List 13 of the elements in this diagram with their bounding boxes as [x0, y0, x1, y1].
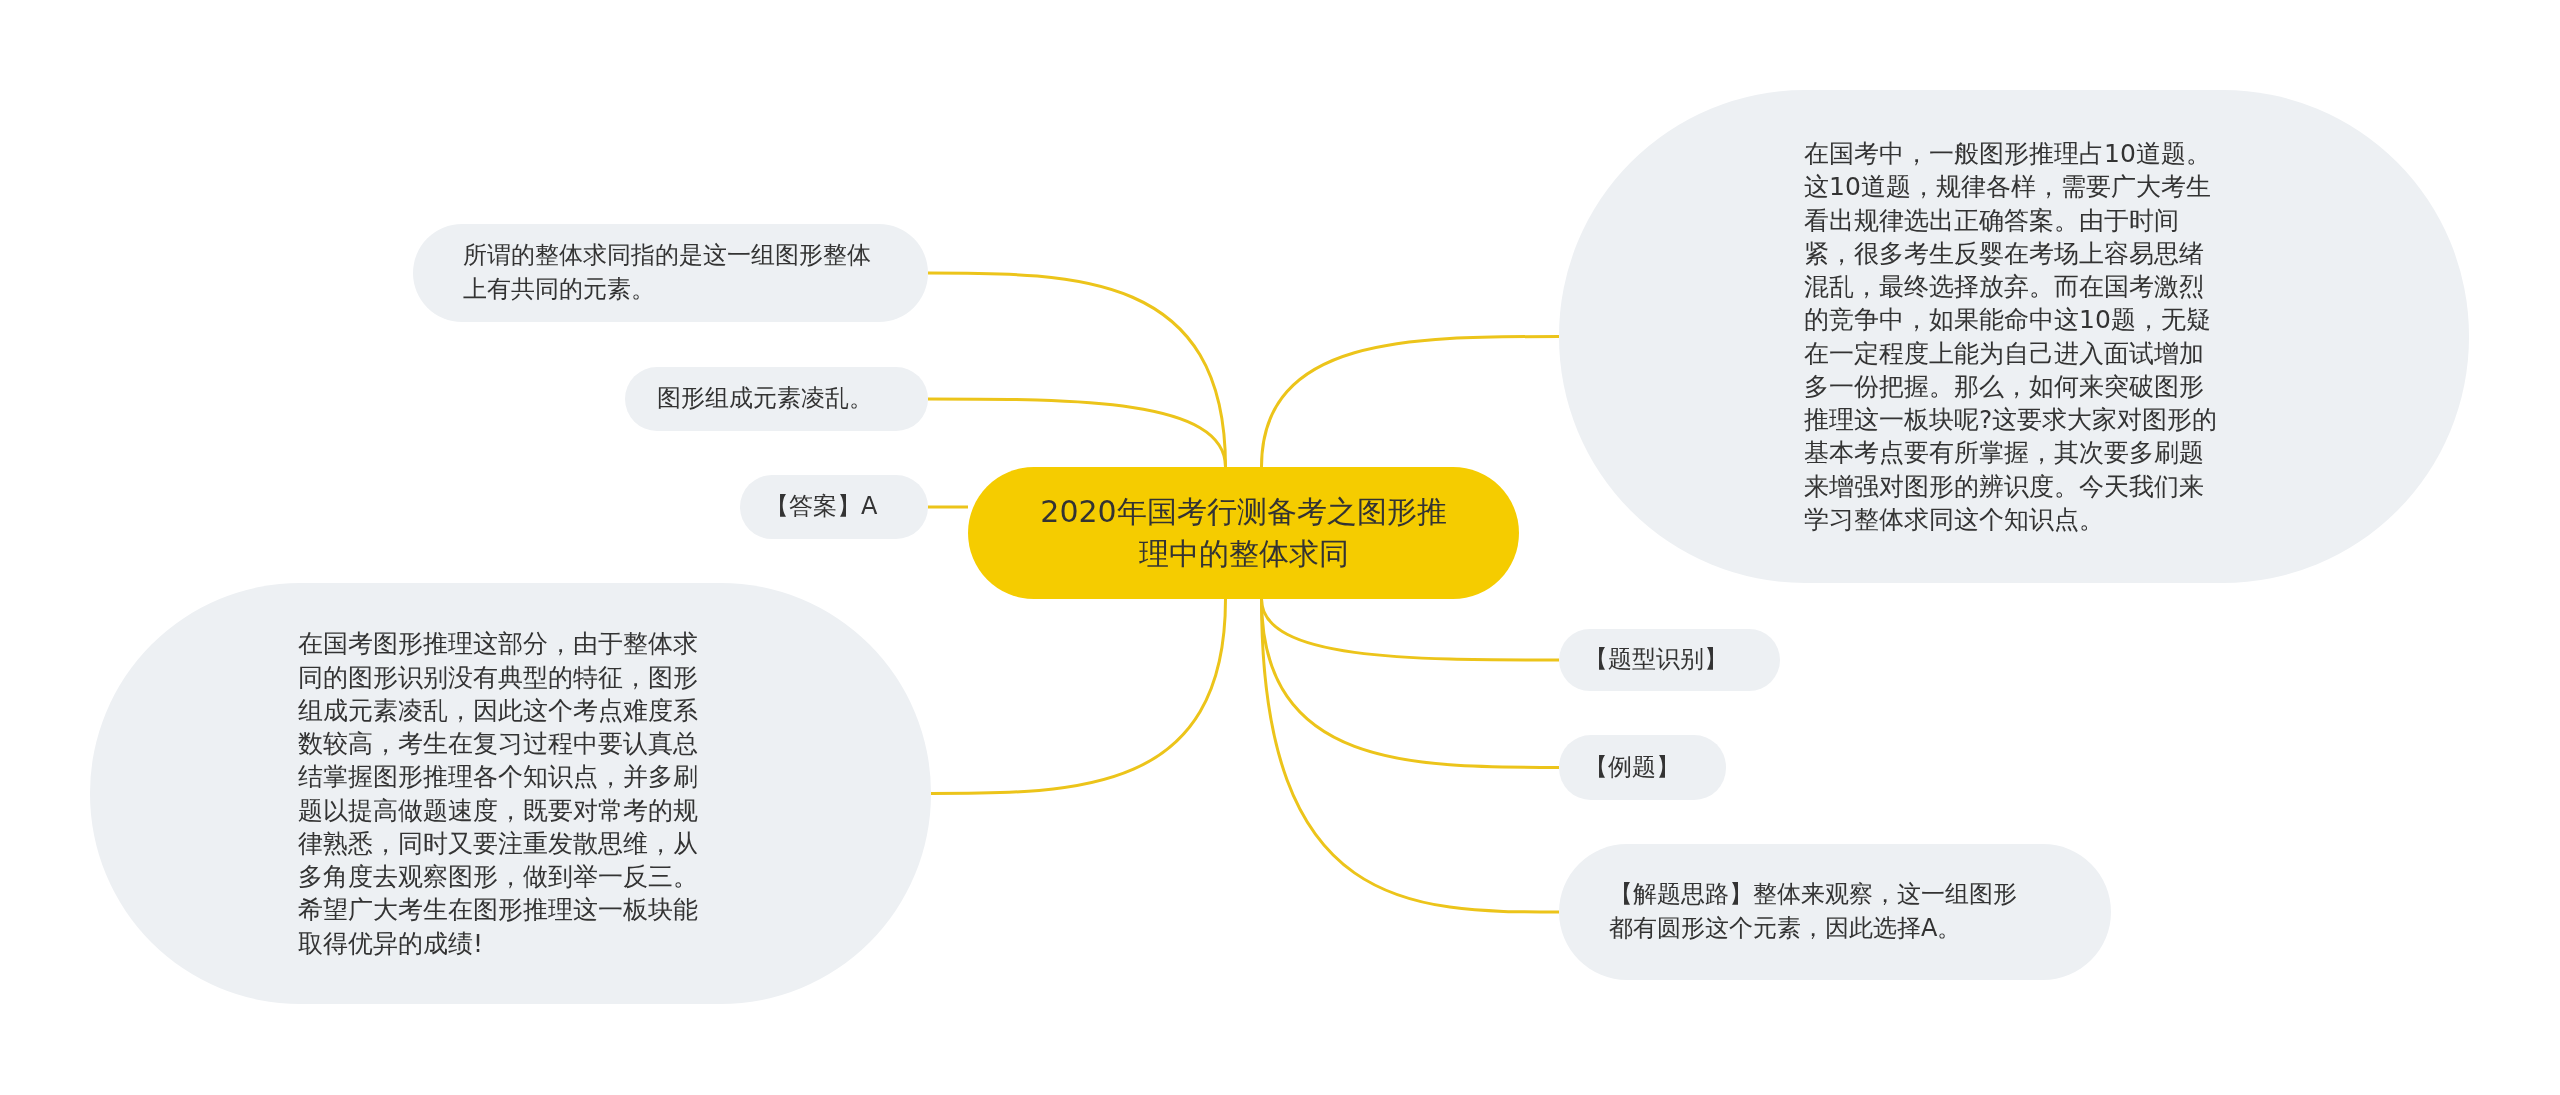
- topic-text: 【解题思路】整体来观察，这一组图形都有圆形这个元素，因此选择A。: [1609, 879, 2018, 944]
- topic-text: 【答案】A: [765, 491, 879, 523]
- topic-text: 在国考中，一般图形推理占10道题。这10道题，规律各样，需要广大考生看出规律选出正确答案。由于时间紧，很多考生反婴在考场上容易思绪混乱，最终选择放弃。而在国考激烈的竞争中，如果能命中这10题，无疑在一定程度上能为自己进入面试增加多一份把握。那么，如何来突破图形推理这一板块呢?这要求大家对图形的基本考点要有所掌握，其次要多刷题来增强对图形的辨识度。今天我们来学习整体求同这个知识点。: [1804, 138, 2219, 536]
- connector-line: [928, 505, 968, 509]
- topic-title: 2020年国考行测备考之图形推理中的整体求同: [1039, 493, 1448, 573]
- topic-text: 【题型识别】: [1584, 644, 1729, 676]
- connector-line: [931, 598, 1227, 795]
- topic-text: 【例题】: [1584, 751, 1681, 783]
- topic-text: 在国考图形推理这部分，由于整体求同的图形识别没有典型的特征，图形组成元素凌乱，因此这个考点难度系数较高，考生在复习过程中要认真总结掌握图形推理各个知识点，并多刷题以提高做题速度，既要对常考的规律熟悉，同时又要注重发散思维，从多角度去观察图形，做到举一反三。希望广大考生在图形推理这一板块能取得优异的成绩!: [298, 628, 699, 960]
- topic-text: 所谓的整体求同指的是这一组图形整体上有共同的元素。: [463, 240, 872, 305]
- connector-line: [928, 397, 1227, 468]
- connector-line: [1260, 335, 1559, 468]
- topic-text: 图形组成元素凌乱。: [657, 383, 874, 415]
